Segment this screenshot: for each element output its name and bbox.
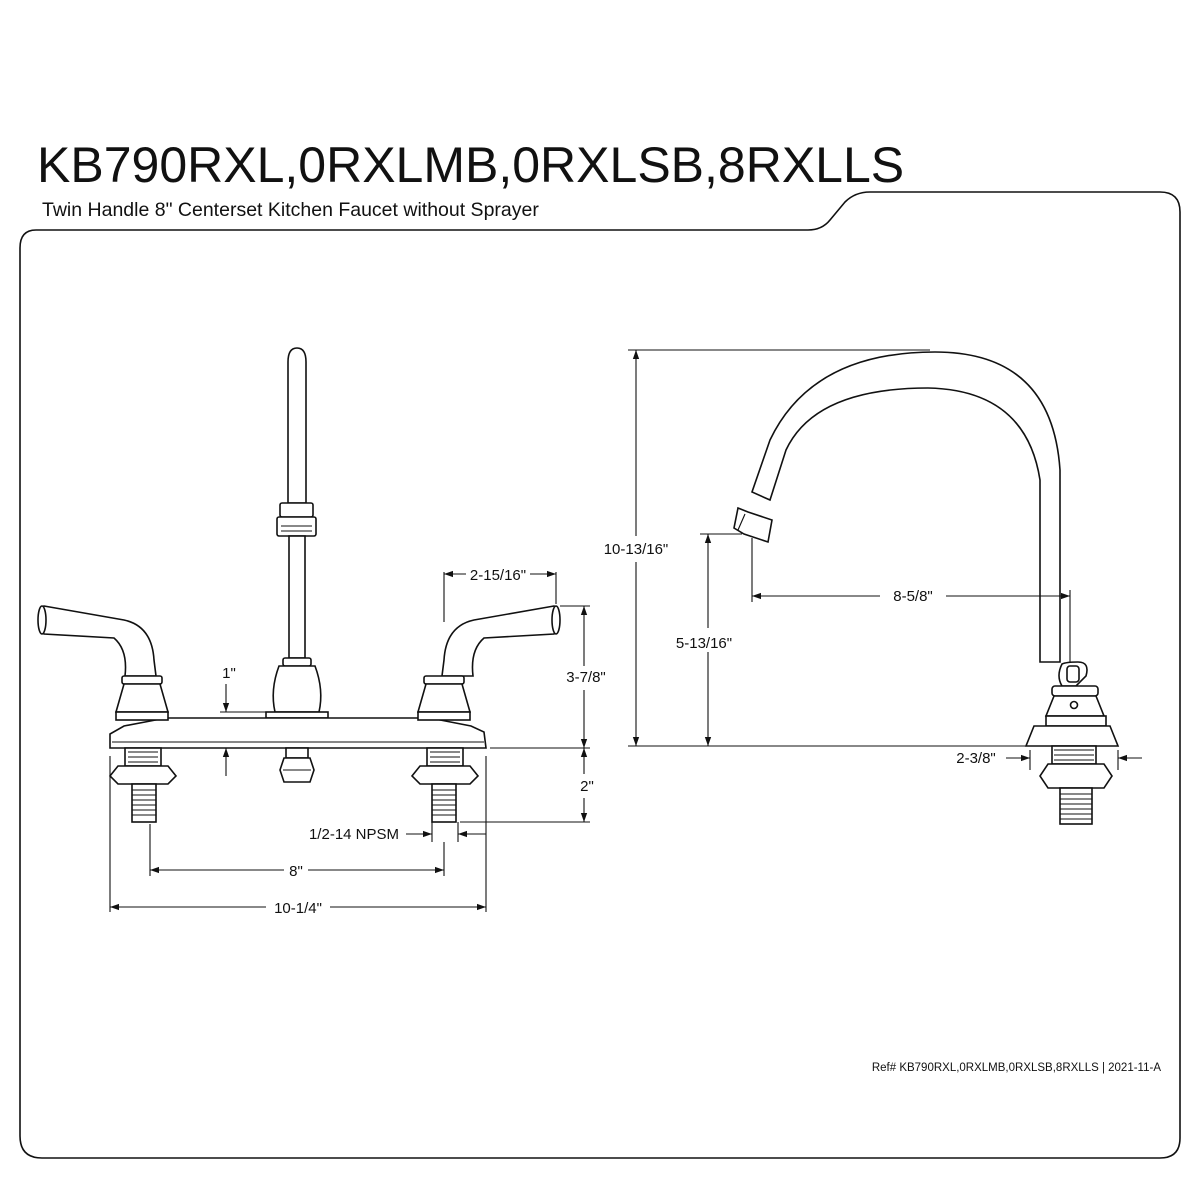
dim-overall-height: 10-13/16" <box>604 541 669 558</box>
dim-thread-size: 1/2-14 NPSM <box>309 826 399 843</box>
dim-overall-width: 10-1/4" <box>274 900 322 917</box>
front-view-dimensions: 2-15/16" 3-7/8" 1" 2" 1/2-14 NPSM <box>109 567 606 917</box>
dim-spout-reach: 8-5/8" <box>893 588 933 605</box>
dim-deck-height: 1" <box>222 665 236 682</box>
dim-base-depth: 2-3/8" <box>956 750 996 767</box>
reference-number: Ref# KB790RXL,0RXLMB,0RXLSB,8RXLLS | 202… <box>871 1062 1161 1074</box>
dim-handle-offset: 2-15/16" <box>470 567 526 584</box>
dim-handle-height: 3-7/8" <box>566 669 606 686</box>
dim-center-spacing: 8" <box>289 863 303 880</box>
side-view-faucet <box>733 351 1120 825</box>
dim-shank-length: 2" <box>580 778 594 795</box>
dim-spout-clearance: 5-13/16" <box>676 635 732 652</box>
product-subtitle: Twin Handle 8" Centerset Kitchen Faucet … <box>42 199 539 221</box>
product-title: KB790RXL,0RXLMB,0RXLSB,8RXLLS <box>37 137 905 193</box>
front-view-faucet <box>37 347 561 823</box>
side-view-dimensions: 10-13/16" 5-13/16" 8-5/8" 2-3/8" <box>604 349 1142 770</box>
drawing-frame <box>19 191 1181 1159</box>
